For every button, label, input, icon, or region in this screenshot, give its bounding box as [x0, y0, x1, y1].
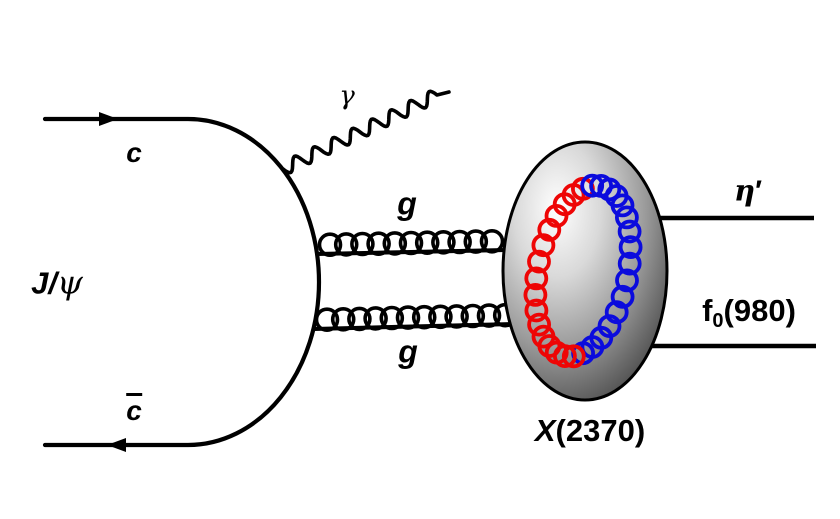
- c-quark-label: c: [126, 137, 142, 169]
- glueball-coil-blue: [610, 193, 635, 218]
- gluon-line-top: [315, 229, 508, 257]
- x2370-label: X(2370): [535, 413, 645, 449]
- f0-base-text: f: [702, 293, 713, 328]
- f0-980-label: f0(980): [702, 293, 796, 332]
- glueball-coil-blue: [615, 268, 639, 293]
- glueball-coil-red: [527, 249, 551, 274]
- gluon-top-label: g: [397, 186, 417, 223]
- cbar-quark-arrow-icon: [107, 438, 126, 452]
- glueball-coil-blue: [617, 219, 642, 244]
- glueball-coil-red: [531, 233, 556, 258]
- cbar-quark-text: c: [126, 393, 142, 426]
- eta-prime-label: η′: [734, 174, 762, 209]
- c-quark-arrow-icon: [99, 112, 118, 126]
- glueball-coil-blue: [580, 173, 605, 198]
- jpsi-j: J: [31, 265, 49, 301]
- gluon-bottom-text: g: [398, 333, 418, 370]
- glueball-coil-blue: [610, 284, 635, 309]
- photon-wavy-line: [281, 89, 451, 175]
- glueball-coil-red: [561, 344, 586, 369]
- eta-prime-mark: ′: [755, 175, 763, 208]
- glueball-coil-red: [524, 266, 549, 291]
- glueball-coil-blue: [618, 235, 643, 260]
- gluon-top-text: g: [397, 185, 417, 222]
- glueball-ring: [523, 173, 643, 369]
- glueball-coil-blue: [617, 251, 642, 276]
- f0-sub-text: 0: [712, 310, 724, 332]
- jpsi-label: J/ψ: [31, 263, 83, 302]
- x-base-text: X: [534, 413, 556, 448]
- gluon-bottom-label: g: [398, 334, 418, 371]
- glueball-coil-red: [523, 282, 548, 307]
- charm-quark-loop: [42, 116, 322, 448]
- cbar-quark-label: c: [126, 393, 142, 427]
- c-quark-text: c: [126, 137, 142, 168]
- x-arg-text: (2370): [555, 413, 646, 448]
- gluon-line-bottom: [312, 302, 518, 333]
- glueball-coil-blue: [615, 205, 639, 230]
- glueball-coil-red: [544, 340, 569, 365]
- photon-text: γ: [339, 81, 355, 111]
- f0-arg-text: (980): [723, 293, 796, 328]
- eta-base-text: η: [733, 173, 756, 208]
- jpsi-slash: /: [48, 265, 57, 301]
- photon-label: γ: [339, 81, 355, 111]
- glueball-coil-red: [524, 298, 549, 323]
- glueball-coil-blue: [597, 177, 622, 202]
- jpsi-psi: ψ: [56, 262, 83, 302]
- glueball-coil-red: [531, 324, 556, 349]
- glueball-coil-red: [527, 312, 551, 337]
